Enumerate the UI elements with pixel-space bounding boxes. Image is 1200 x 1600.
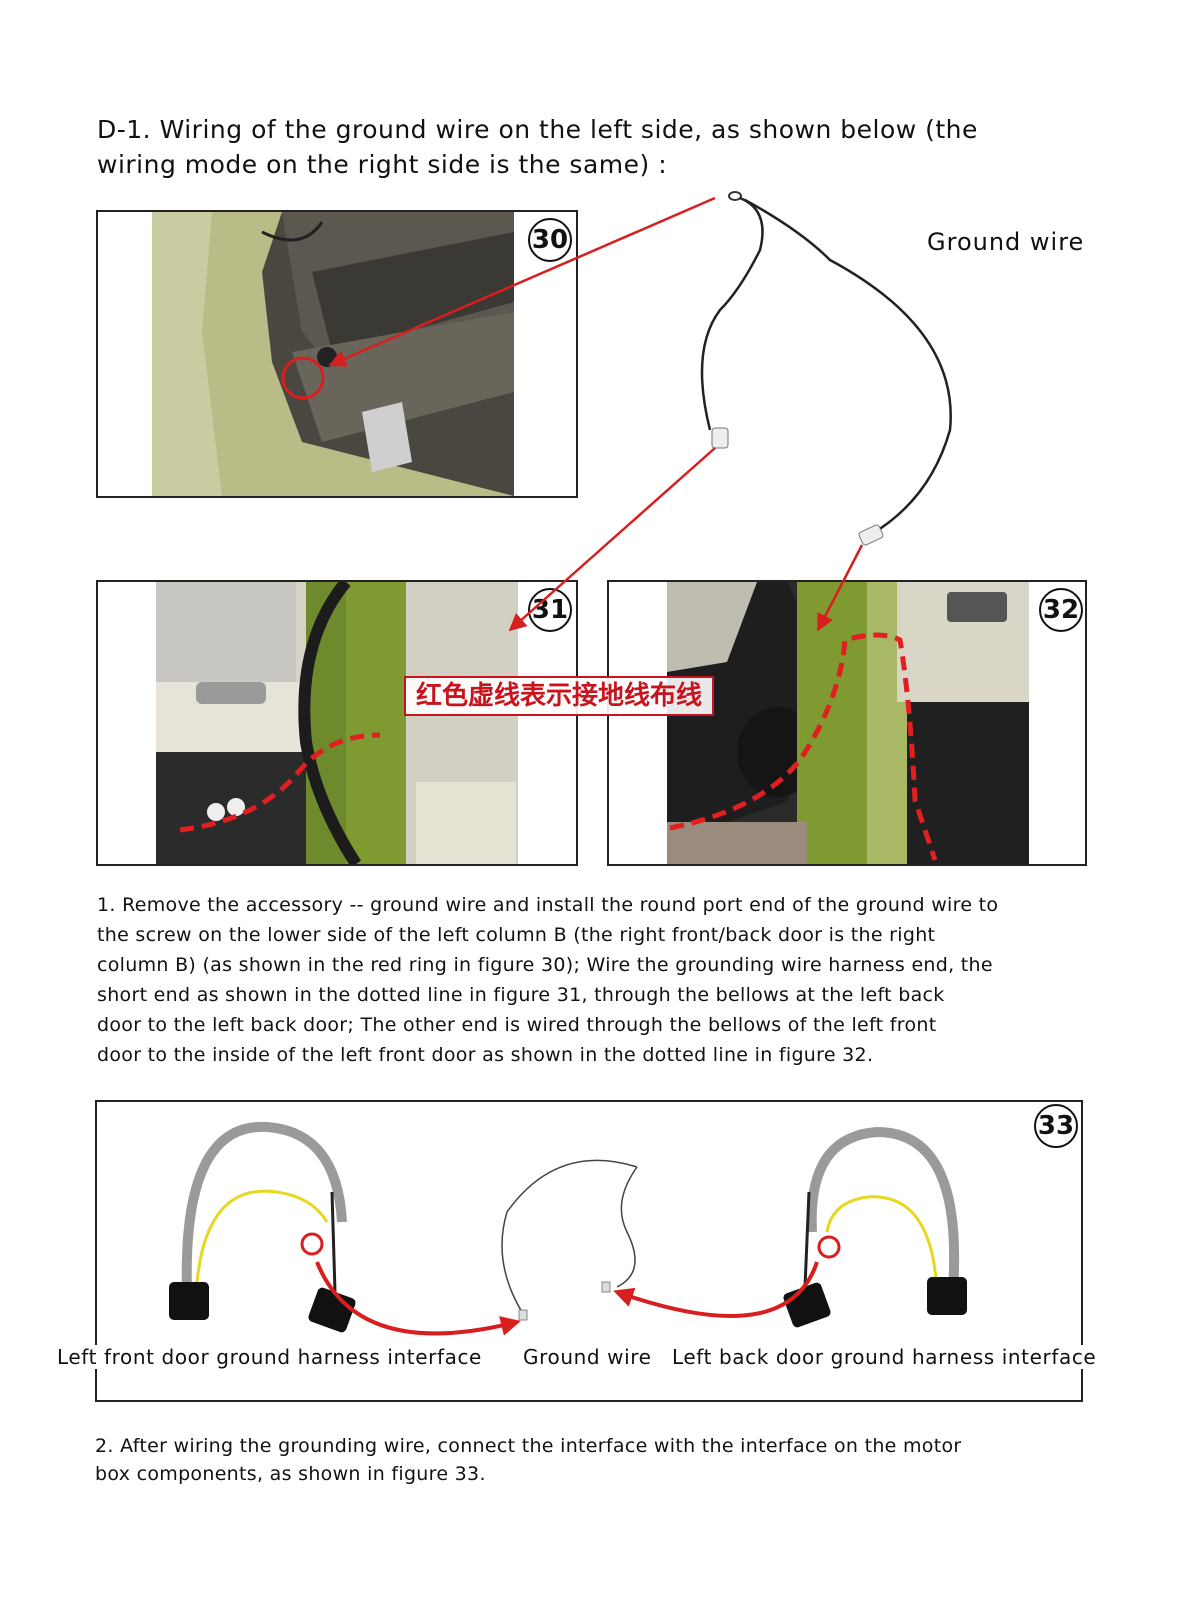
figure-30-badge: 30	[528, 218, 572, 262]
figure-32: 32	[607, 580, 1087, 866]
step-1-line: door to the left back door; The other en…	[97, 1014, 937, 1036]
step-1-line: the screw on the lower side of the left …	[97, 924, 936, 946]
harness-diagram	[169, 1121, 967, 1336]
step-1-line: 1. Remove the accessory -- ground wire a…	[97, 894, 999, 916]
step-1-line: short end as shown in the dotted line in…	[97, 984, 945, 1006]
step-2-line: 2. After wiring the grounding wire, conn…	[95, 1435, 962, 1457]
step-1-line: door to the inside of the left front doo…	[97, 1044, 874, 1066]
rear-door-image	[156, 582, 518, 864]
arrow-right-connection	[613, 1261, 819, 1318]
arrow-to-fig31	[508, 447, 716, 632]
figure-31: 31	[96, 580, 578, 866]
step-2-line: box components, as shown in figure 33.	[95, 1463, 486, 1485]
caption-ground-wire: Ground wire	[523, 1345, 652, 1369]
front-door-image	[667, 582, 1029, 864]
figure-32-photo	[667, 582, 1029, 864]
step-1-line: column B) (as shown in the red ring in f…	[97, 954, 993, 976]
arrow-to-fig32	[816, 544, 864, 632]
ground-wire-drawing	[700, 191, 952, 546]
heading-line-1: D-1. Wiring of the ground wire on the le…	[97, 115, 978, 144]
figure-32-badge: 32	[1039, 588, 1083, 632]
caption-left-back-interface: Left back door ground harness interface	[672, 1345, 1097, 1369]
left-back-harness	[783, 1126, 967, 1328]
center-ground-wire	[501, 1159, 638, 1321]
ground-wire-label: Ground wire	[927, 228, 1085, 256]
route-legend-label: 红色虚线表示接地线布线	[404, 676, 715, 716]
dashed-route-fig31	[179, 732, 381, 833]
figure-31-photo	[156, 582, 518, 864]
left-front-harness	[169, 1121, 356, 1333]
step-1-text: 1. Remove the accessory -- ground wire a…	[97, 890, 1097, 1070]
dashed-route-fig32	[669, 632, 938, 861]
section-heading: D-1. Wiring of the ground wire on the le…	[97, 112, 1097, 182]
red-ring	[281, 356, 325, 400]
arrow-to-fig30	[328, 196, 716, 367]
figure-33-badge: 33	[1034, 1104, 1078, 1148]
figure-30: 30	[96, 210, 578, 498]
arrow-left-connection	[315, 1261, 521, 1336]
heading-line-2: wiring mode on the right side is the sam…	[97, 150, 668, 179]
caption-left-front-interface: Left front door ground harness interface	[57, 1345, 482, 1369]
step-2-text: 2. After wiring the grounding wire, conn…	[95, 1432, 1095, 1488]
